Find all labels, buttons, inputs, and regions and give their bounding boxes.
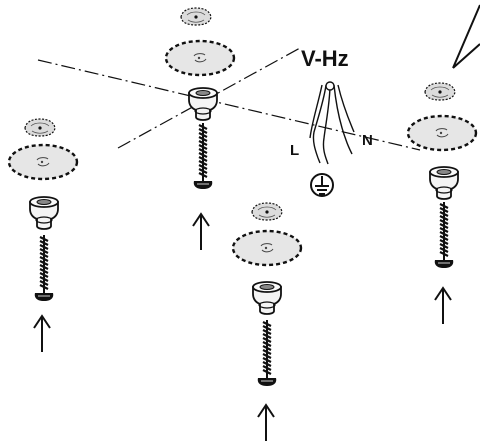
screw: [192, 121, 214, 191]
supply-label: V-Hz: [301, 46, 349, 71]
ground-symbol-icon: [310, 173, 334, 197]
decorative-cap: [424, 82, 456, 101]
decorative-cap: [24, 118, 56, 137]
decorative-cap: [180, 7, 212, 26]
up-arrow-icon: [192, 213, 210, 251]
up-arrow-icon: [257, 404, 275, 442]
mounting-disk: [231, 229, 303, 267]
screw: [433, 200, 455, 270]
line-label: L: [290, 142, 299, 159]
mount-assembly-top: [164, 7, 236, 251]
mount-assembly-right: [406, 82, 478, 325]
decorative-cap: [251, 202, 283, 221]
mount-assembly-bottom: [231, 202, 303, 442]
screw: [256, 318, 278, 388]
screw: [33, 233, 55, 303]
rubber-foot: [429, 166, 459, 200]
supply-cable: [309, 81, 355, 165]
rubber-foot: [188, 87, 218, 121]
mounting-disk: [406, 114, 478, 152]
callout-edge: [452, 4, 480, 69]
mount-assembly-left: [7, 118, 79, 353]
up-arrow-icon: [33, 315, 51, 353]
neutral-label: N: [362, 132, 373, 149]
mounting-disk: [7, 143, 79, 181]
rubber-foot: [252, 281, 282, 315]
up-arrow-icon: [434, 287, 452, 325]
mounting-disk: [164, 39, 236, 77]
rubber-foot: [29, 196, 59, 230]
